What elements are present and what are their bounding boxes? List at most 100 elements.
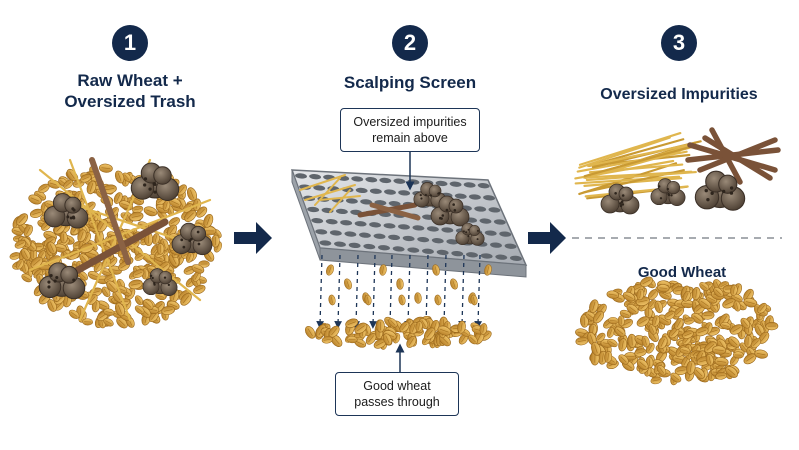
- grain-crease: [328, 266, 332, 274]
- grain-crease: [331, 328, 338, 336]
- wheat-grain: [750, 338, 761, 349]
- wheat-grain: [321, 336, 333, 344]
- grain-crease: [452, 280, 456, 288]
- clod-pore: [69, 216, 73, 220]
- grain-crease: [595, 313, 602, 321]
- screen-hole: [426, 226, 439, 232]
- screen-hole: [344, 231, 357, 237]
- grain-crease: [676, 320, 681, 328]
- wheat-grain: [622, 291, 636, 302]
- impurities-on-screen: [299, 174, 485, 246]
- wheat-grain: [730, 284, 738, 296]
- grain-crease: [23, 239, 29, 246]
- grain-crease: [426, 329, 433, 338]
- grain-crease: [470, 336, 476, 343]
- step-1-title: Raw Wheat + Oversized Trash: [40, 70, 220, 112]
- wheat-grain: [732, 351, 744, 359]
- grain-crease: [80, 273, 86, 279]
- grain-crease: [133, 197, 142, 203]
- screen-hole: [378, 245, 390, 251]
- clod-pore: [476, 238, 479, 241]
- screen-hole: [463, 182, 476, 188]
- grain-crease: [660, 338, 665, 347]
- wheat-grain: [93, 261, 103, 273]
- grain-crease: [756, 353, 766, 356]
- wheat-grain: [114, 170, 125, 184]
- dirt-clod: [142, 268, 178, 296]
- grain-crease: [703, 314, 713, 317]
- grain-crease: [724, 301, 734, 306]
- grain-crease: [105, 320, 112, 325]
- screen-hole: [309, 174, 322, 180]
- wheat-grain: [650, 376, 662, 385]
- wheat-grain: [699, 282, 710, 291]
- wheat-grain: [606, 290, 620, 299]
- screen-hole: [446, 239, 459, 245]
- wheat-grain: [595, 332, 606, 343]
- grain-crease: [87, 252, 97, 256]
- grain-crease: [701, 284, 708, 289]
- grain-crease: [18, 261, 22, 268]
- grain-crease: [741, 344, 747, 351]
- grain-crease: [390, 320, 396, 326]
- wheat-grain: [636, 316, 650, 327]
- grain-crease: [23, 250, 28, 259]
- wheat-grain: [20, 248, 31, 261]
- grain-crease: [136, 254, 143, 259]
- clod-pore: [621, 194, 625, 197]
- wheat-grain: [9, 252, 21, 260]
- wheat-grain: [211, 234, 220, 248]
- grain-crease: [594, 344, 598, 354]
- grain-crease: [182, 295, 190, 304]
- grain-crease: [32, 211, 41, 215]
- grain-crease: [124, 174, 130, 180]
- clod-pore: [71, 215, 75, 219]
- wheat-grain: [657, 336, 668, 350]
- dirt-clod: [455, 222, 485, 246]
- wheat-grain: [143, 299, 154, 310]
- grain-crease: [110, 269, 120, 272]
- wheat-grain: [664, 310, 676, 320]
- grain-crease: [179, 186, 185, 194]
- good-wheat-title: Good Wheat: [582, 262, 782, 283]
- grain-crease: [134, 208, 142, 211]
- straw-piece: [329, 189, 351, 213]
- good-wheat-pile: [575, 276, 779, 386]
- clod-lump: [718, 174, 738, 194]
- clod-pore: [452, 203, 455, 206]
- grain-crease: [417, 294, 419, 302]
- grain-crease: [163, 309, 173, 312]
- screen-hole: [398, 224, 410, 230]
- screen-hole: [319, 240, 332, 246]
- grain-crease: [151, 313, 157, 320]
- grain-crease: [136, 307, 143, 313]
- wheat-grain: [695, 326, 709, 337]
- grain-crease: [707, 297, 716, 301]
- grain-crease: [461, 335, 466, 343]
- grain-crease: [732, 286, 735, 294]
- clod-lump: [666, 180, 681, 195]
- grain-crease: [195, 287, 204, 292]
- grain-crease: [367, 296, 369, 304]
- grain-crease: [650, 326, 655, 333]
- wheat-grain: [344, 278, 352, 290]
- grain-crease: [23, 275, 30, 280]
- grain-crease: [154, 235, 157, 243]
- wheat-grain: [77, 229, 87, 242]
- wheat-grain: [640, 276, 653, 287]
- fall-arrow: [369, 254, 378, 329]
- clod-pore: [143, 177, 148, 181]
- grain-crease: [695, 289, 698, 298]
- clod-pore: [153, 283, 156, 286]
- screen-hole: [351, 176, 364, 182]
- wheat-grain: [103, 318, 114, 327]
- screen-hole: [417, 236, 430, 243]
- dirt-clod: [600, 183, 640, 215]
- screen-hole: [449, 181, 462, 187]
- wheat-grain: [101, 286, 111, 298]
- wheat-grain: [648, 324, 657, 335]
- grain-crease: [131, 215, 141, 218]
- grain-crease: [95, 302, 97, 310]
- screen-hole: [388, 201, 401, 207]
- grain-crease: [761, 322, 766, 332]
